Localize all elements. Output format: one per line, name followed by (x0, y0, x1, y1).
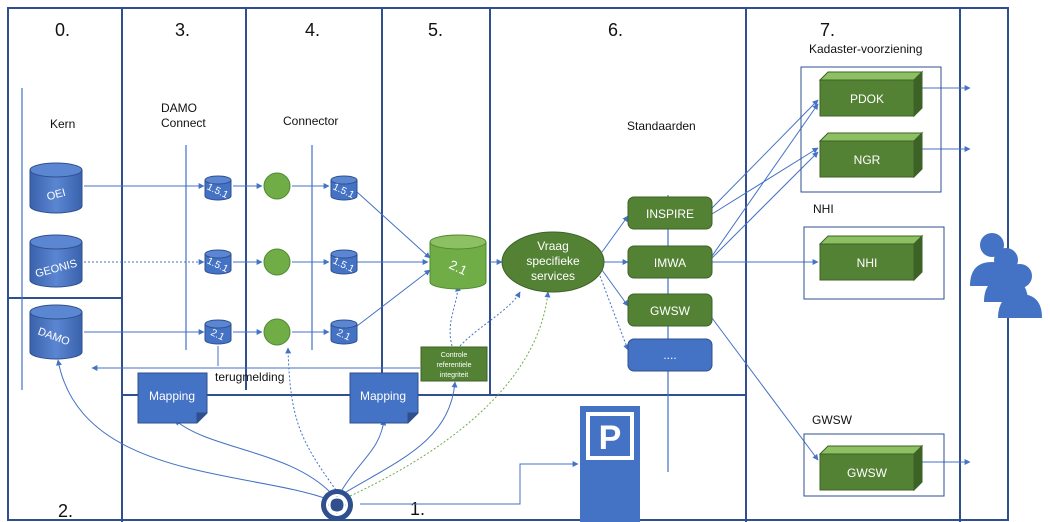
controle-line-1: Controle (441, 352, 468, 359)
oei-database[interactable]: OEI (29, 162, 83, 214)
flow-arrows (84, 85, 971, 505)
version-label: 2.1 (447, 257, 470, 278)
hub-logo-icon[interactable] (321, 489, 353, 521)
vraag-line-1: Vraag (537, 239, 569, 253)
mapping-label: Mapping (360, 389, 406, 403)
geonis-database[interactable]: GEONIS (29, 234, 83, 288)
standard-label: GWSW (650, 304, 691, 318)
connector-db-1: 1.5.1 (330, 175, 358, 201)
section-number-0: 0. (55, 20, 70, 40)
damo-connect-db-2: 1.5.1 (204, 249, 232, 275)
section-number-1: 1. (410, 499, 425, 519)
terugmelding-label: terugmelding (215, 370, 284, 384)
section-number-2: 2. (58, 501, 73, 521)
connector-node-1[interactable] (263, 172, 291, 200)
vraag-line-3: services (531, 269, 575, 283)
gwsw-group-label: GWSW (812, 413, 853, 427)
connector-db-2: 1.5.1 (330, 249, 358, 275)
version-label: 2.1 (335, 327, 353, 343)
standard-gwsw[interactable]: GWSW (627, 293, 713, 327)
controle-line-2: referentiele (436, 362, 471, 369)
central-database-2-1[interactable]: 2.1 (429, 234, 487, 290)
target-group-frames (800, 66, 945, 497)
target-label: PDOK (850, 92, 884, 106)
section-number-5: 5. (428, 20, 443, 40)
standard-label: .... (663, 348, 676, 362)
section-number-7: 7. (820, 20, 835, 40)
section-number-4: 4. (305, 20, 320, 40)
target-pdok[interactable]: PDOK (818, 70, 924, 118)
nhi-group-label: NHI (813, 202, 834, 216)
damo-connect-db-3: 2.1 (204, 319, 232, 345)
standard-label: IMWA (654, 256, 686, 270)
target-label: NHI (857, 256, 878, 270)
connector-label: Connector (283, 114, 338, 128)
kern-label: Kern (50, 117, 75, 131)
target-gwsw[interactable]: GWSW (818, 444, 924, 492)
oei-label: OEI (46, 187, 67, 203)
spine-lines (21, 88, 669, 472)
mapping-document-2[interactable]: Mapping (349, 372, 419, 424)
connector-node-3[interactable] (263, 318, 291, 346)
mapping-label: Mapping (149, 389, 195, 403)
target-nhi[interactable]: NHI (818, 234, 924, 282)
vraag-specifieke-services[interactable]: Vraag specifieke services (501, 231, 605, 293)
connector-db-3: 2.1 (330, 319, 358, 345)
users-icon (970, 233, 1042, 318)
mapping-document-1[interactable]: Mapping (137, 372, 208, 424)
parking-label: P (599, 419, 622, 457)
version-label: 2.1 (209, 327, 227, 343)
damo-connect-label-line2: Connect (161, 116, 206, 130)
damo-database[interactable]: DAMO (29, 304, 83, 360)
damo-connect-label-line1: DAMO (161, 101, 197, 115)
controle-line-3: integriteit (440, 372, 468, 379)
controle-referentiele-integriteit[interactable]: Controle referentiele integriteit (420, 346, 488, 382)
connector-node-2[interactable] (263, 248, 291, 276)
standard-more[interactable]: .... (627, 338, 713, 372)
section-frame (7, 7, 1009, 522)
target-label: NGR (854, 153, 881, 167)
target-label: GWSW (847, 466, 888, 480)
standaarden-label: Standaarden (627, 119, 696, 133)
standard-inspire[interactable]: INSPIRE (627, 196, 713, 230)
vraag-line-2: specifieke (526, 254, 580, 268)
hub-arrows (56, 285, 551, 501)
damo-connect-db-1: 1.5.1 (204, 175, 232, 201)
standard-label: INSPIRE (646, 207, 694, 221)
standard-imwa[interactable]: IMWA (627, 245, 713, 279)
target-ngr[interactable]: NGR (818, 131, 924, 179)
parking-sign-icon[interactable]: P (580, 406, 640, 522)
section-number-3: 3. (175, 20, 190, 40)
kadaster-label: Kadaster-voorziening (809, 42, 922, 56)
section-number-6: 6. (608, 20, 623, 40)
